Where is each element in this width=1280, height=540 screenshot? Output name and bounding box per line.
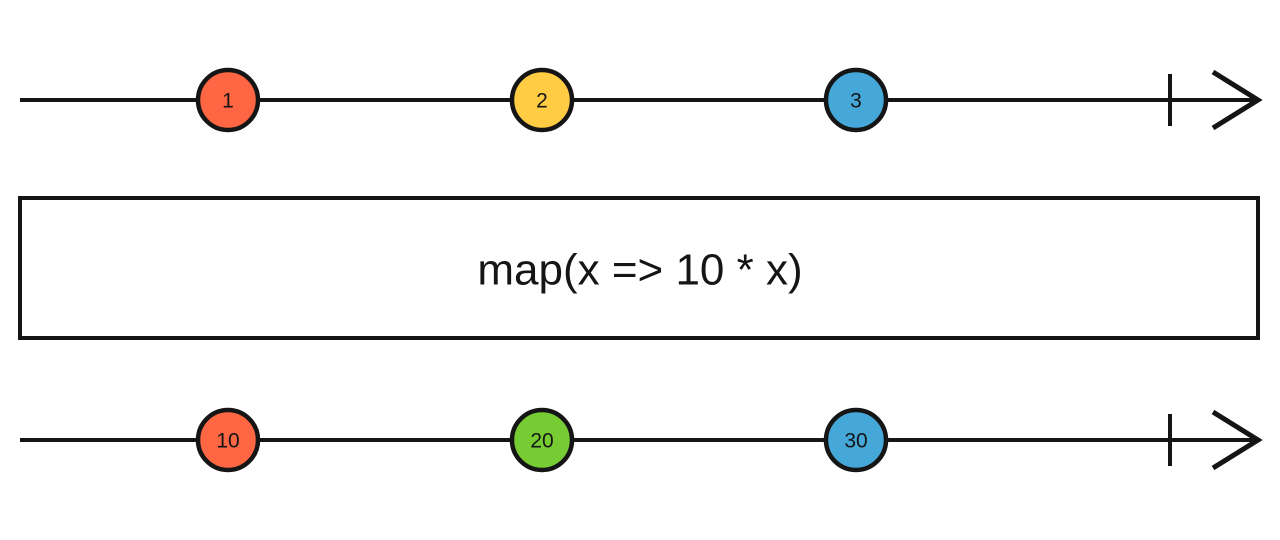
marble-label: 1 bbox=[222, 90, 234, 113]
result-arrow-head-icon bbox=[1211, 409, 1263, 471]
marble-circle bbox=[509, 67, 575, 133]
marble-circle bbox=[509, 407, 575, 473]
marble-label: 10 bbox=[216, 430, 239, 453]
marble-label: 30 bbox=[844, 430, 867, 453]
marble-circle bbox=[195, 67, 261, 133]
marble-circle bbox=[823, 407, 889, 473]
result-marble-10[interactable]: 10 bbox=[195, 407, 261, 473]
source-marble-1[interactable]: 1 bbox=[195, 67, 261, 133]
result-marble-20[interactable]: 20 bbox=[509, 407, 575, 473]
marble-label: 2 bbox=[536, 90, 548, 113]
source-marble-2[interactable]: 2 bbox=[509, 67, 575, 133]
source-marble-3[interactable]: 3 bbox=[823, 67, 889, 133]
operator-box-rect bbox=[18, 196, 1260, 340]
source-arrow-head-icon bbox=[1211, 69, 1263, 131]
marble-label: 3 bbox=[850, 90, 862, 113]
marble-label: 20 bbox=[530, 430, 553, 453]
marble-circle bbox=[823, 67, 889, 133]
result-marble-30[interactable]: 30 bbox=[823, 407, 889, 473]
operator-box[interactable]: map(x => 10 * x) bbox=[18, 196, 1260, 340]
marble-circle bbox=[195, 407, 261, 473]
operator-box-label: map(x => 10 * x) bbox=[477, 246, 802, 295]
